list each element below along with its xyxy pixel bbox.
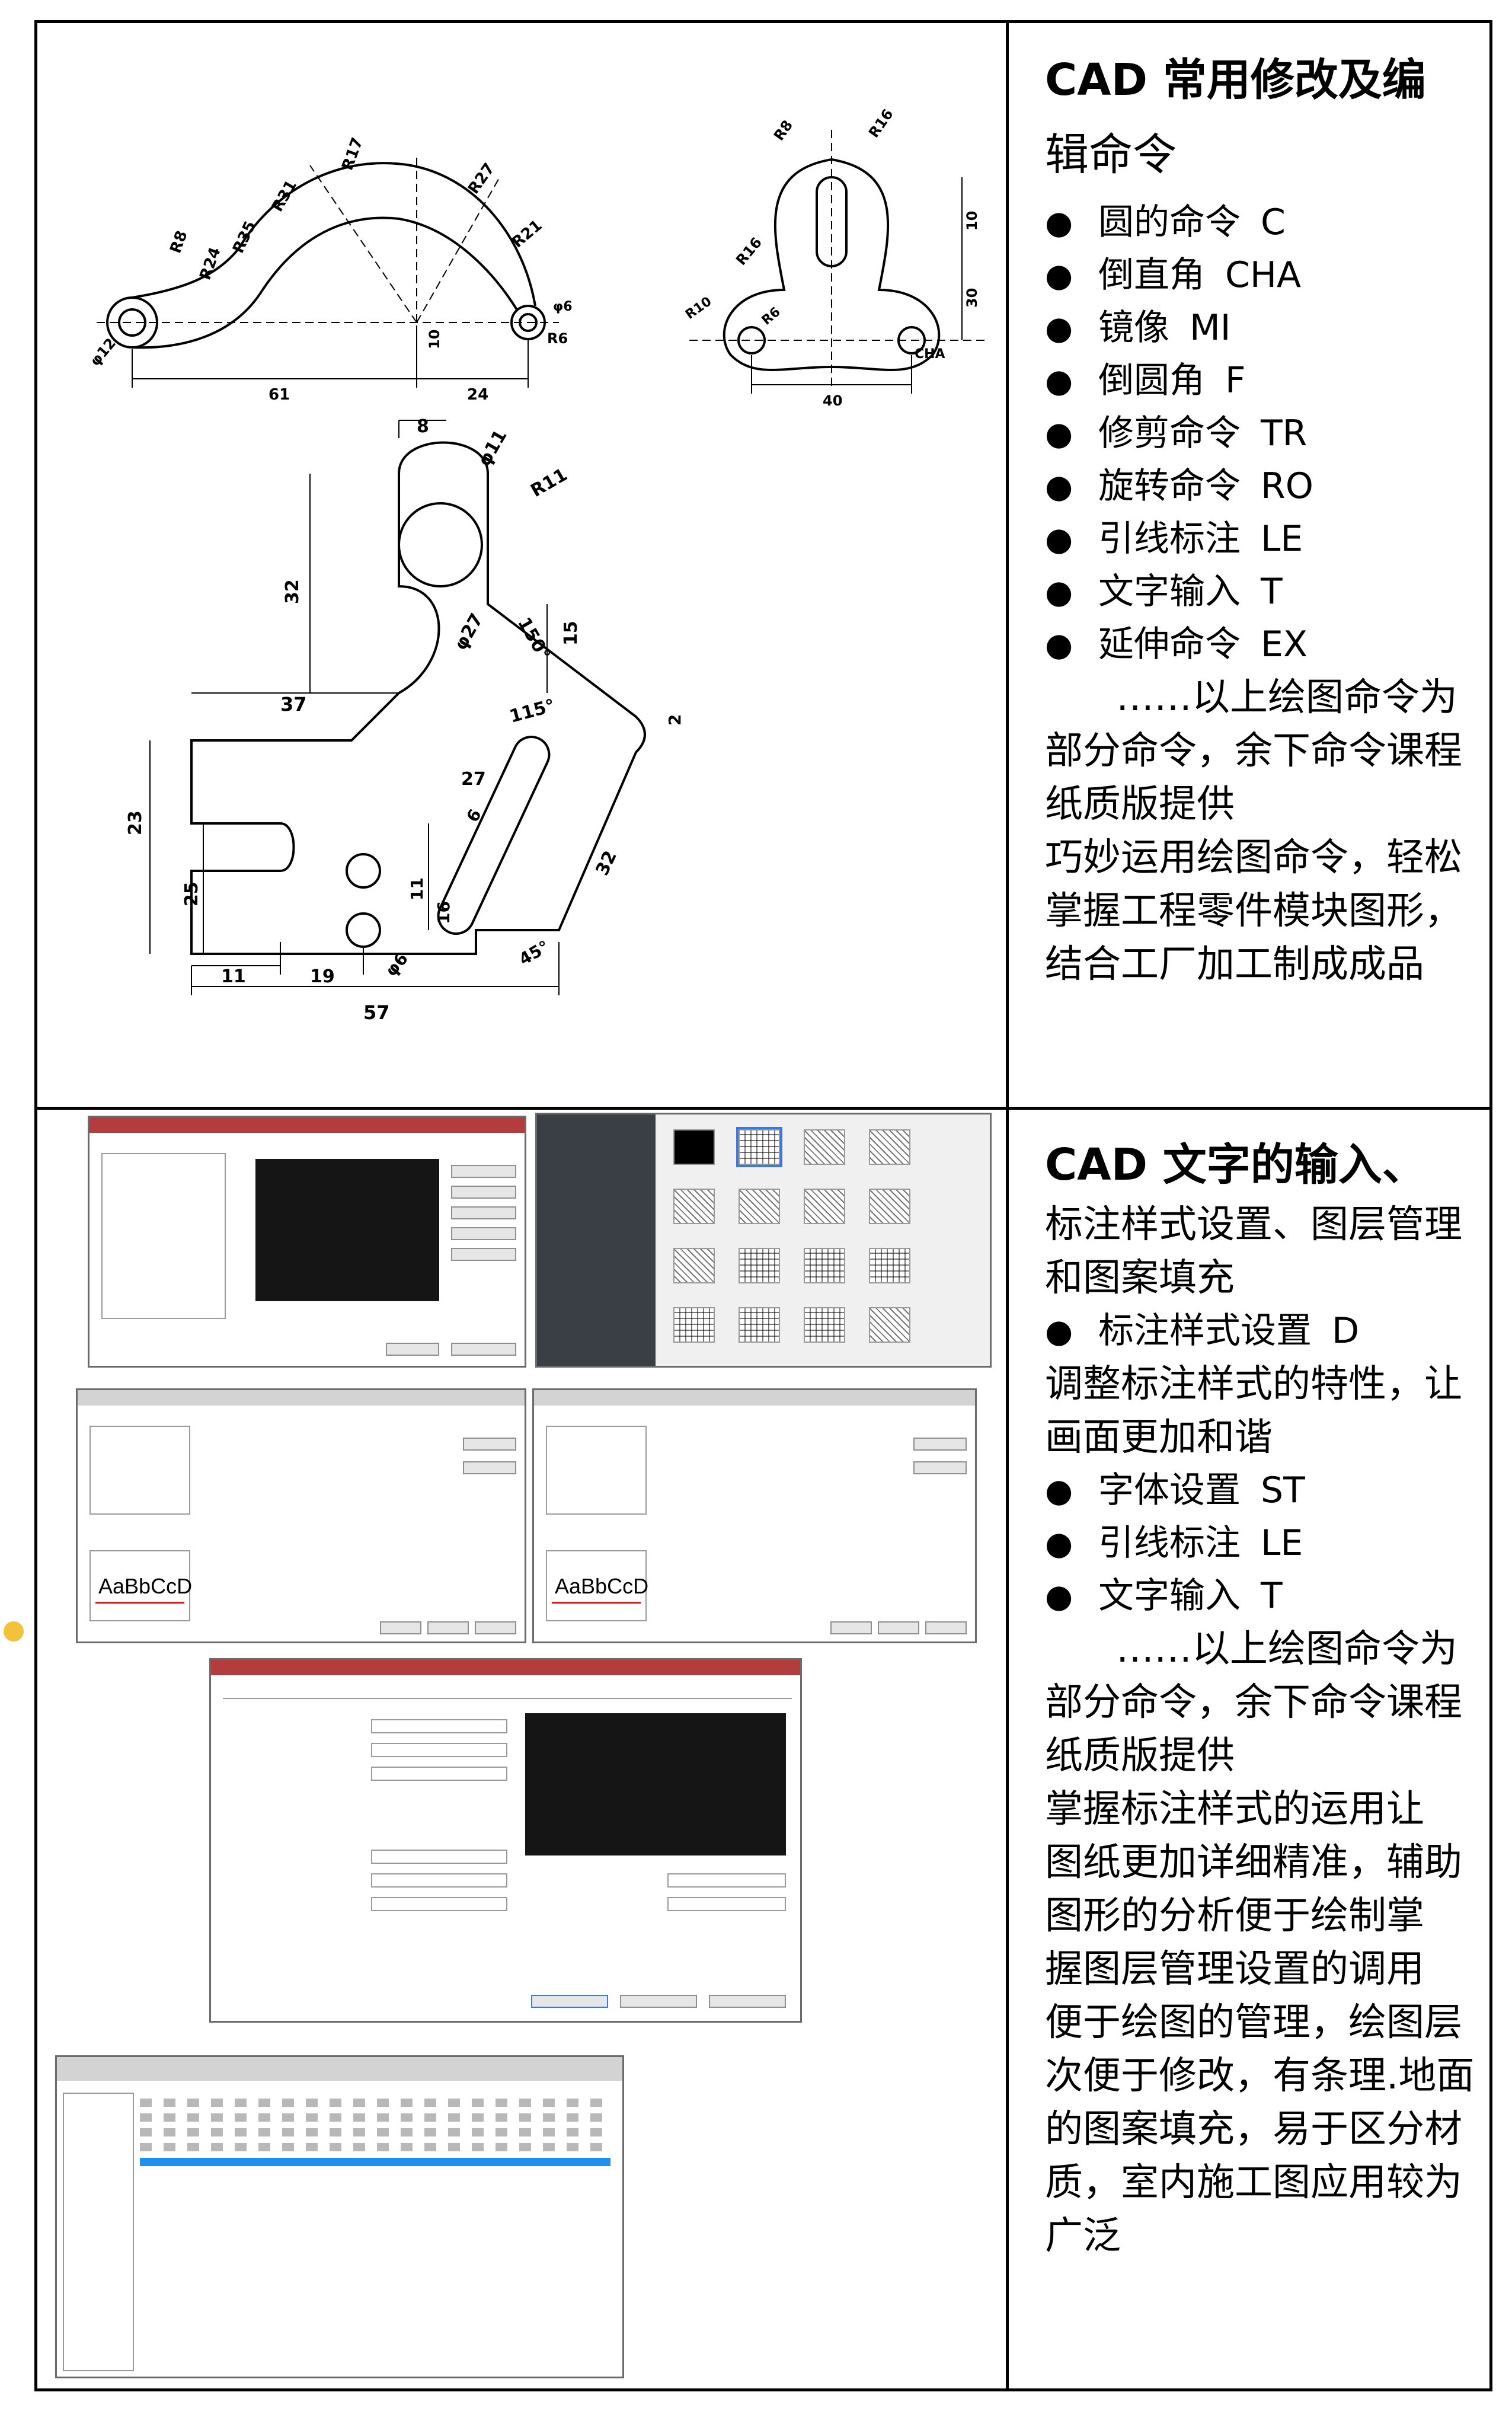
section2-subtitle-line: 和图案填充 bbox=[1045, 1256, 1235, 1300]
dim-label: 150° bbox=[513, 614, 554, 665]
dim-label: R11 bbox=[528, 464, 571, 502]
dim-label: 115° bbox=[507, 695, 557, 727]
section1-title-line2: 辑命令 bbox=[1045, 129, 1177, 180]
section2-desc-line: 图纸更加详细精准，辅助 bbox=[1045, 1841, 1462, 1885]
section1-desc-line: 巧妙运用绘图命令，轻松 bbox=[1045, 836, 1462, 880]
dim-label: 15 bbox=[561, 621, 581, 646]
section2-desc-line: 掌握标注样式的运用让 bbox=[1045, 1787, 1424, 1831]
row-divider bbox=[37, 1107, 1489, 1110]
dim-label: 10 bbox=[964, 211, 980, 231]
section2-note-line: 部分命令，余下命令课程 bbox=[1045, 1681, 1462, 1724]
section1-desc-line: 掌握工程零件模块图形， bbox=[1045, 889, 1462, 933]
dim-label: 24 bbox=[467, 386, 488, 404]
section2-desc-line: 广泛 bbox=[1045, 2214, 1121, 2258]
margin-dot bbox=[4, 1621, 24, 1641]
section2-title: CAD 文字的输入、 bbox=[1045, 1139, 1426, 1190]
text-style-dialog-screenshot-2: AaBbCcD bbox=[532, 1388, 977, 1643]
dim-label: 40 bbox=[823, 392, 842, 409]
dim-label: 37 bbox=[280, 693, 307, 716]
dim-label: 45° bbox=[516, 937, 552, 969]
dim-label: 8 bbox=[417, 416, 429, 437]
column-divider bbox=[1006, 23, 1009, 2388]
dim-label: 61 bbox=[268, 386, 290, 404]
dim-label: 25 bbox=[181, 882, 202, 906]
dim-label: R16 bbox=[733, 234, 765, 269]
section1-title-line1: CAD 常用修改及编 bbox=[1045, 55, 1426, 106]
section2-desc-line: 次便于修改，有条理.地面 bbox=[1045, 2054, 1475, 2098]
drawing-curved-arm: R8 R17 R31 R27 R21 R6 R24 R35 φ12 φ6 10 … bbox=[87, 135, 573, 404]
dim-label: 27 bbox=[461, 769, 486, 790]
dim-label: φ6 bbox=[553, 299, 573, 314]
dim-label: R8 bbox=[167, 228, 191, 256]
section1-note-line: 纸质版提供 bbox=[1045, 783, 1235, 826]
dim-label: 30 bbox=[964, 288, 980, 308]
section2-desc-line: 便于绘图的管理，绘图层 bbox=[1045, 2001, 1462, 2045]
dim-label: φ27 bbox=[450, 610, 488, 654]
layer-manager-screenshot bbox=[55, 2055, 624, 2378]
dim-label: 32 bbox=[282, 579, 303, 604]
drawing-bracket: 8 φ11 R11 15 150° 32 φ27 115° 2 37 27 23… bbox=[125, 416, 685, 1024]
section2-note-line: ……以上绘图命令为 bbox=[1116, 1627, 1457, 1671]
section2-desc-line: 图形的分析便于绘制掌 bbox=[1045, 1894, 1424, 1938]
section2-desc-line: 握图层管理设置的调用 bbox=[1045, 1947, 1424, 1991]
text-style-sample: AaBbCcD bbox=[555, 1574, 649, 1598]
hatch-pattern-palette-screenshot bbox=[535, 1113, 992, 1368]
dim-label: 11 bbox=[221, 966, 246, 987]
text-style-sample: AaBbCcD bbox=[98, 1574, 193, 1598]
dim-label: 23 bbox=[125, 810, 146, 835]
section2-desc-line: 的图案填充，易于区分材 bbox=[1045, 2107, 1462, 2151]
section2-note-line: 纸质版提供 bbox=[1045, 1734, 1235, 1778]
dim-label: 10 bbox=[426, 330, 443, 349]
dim-label: R16 bbox=[865, 106, 897, 141]
section2-dim-desc-line: 调整标注样式的特性，让 bbox=[1045, 1362, 1462, 1406]
dim-label: R6 bbox=[547, 330, 568, 347]
dim-label: CHA bbox=[915, 347, 945, 362]
modify-dimension-style-screenshot bbox=[209, 1658, 802, 2023]
dimension-style-manager-screenshot bbox=[88, 1116, 526, 1368]
dim-label: 2 bbox=[665, 714, 685, 726]
document-page: R8 R17 R31 R27 R21 R6 R24 R35 φ12 φ6 10 … bbox=[34, 20, 1492, 2391]
dim-label: R35 bbox=[229, 218, 260, 256]
section1-desc-line: 结合工厂加工制成成品 bbox=[1045, 943, 1424, 986]
dim-label: R17 bbox=[338, 135, 366, 173]
dim-label: R24 bbox=[196, 245, 224, 282]
section1-note-line: 部分命令，余下命令课程 bbox=[1045, 729, 1462, 773]
drawing-tri-lobed-plate: R8 R16 10 R16 30 R10 R6 CHA 40 bbox=[683, 106, 986, 409]
section2-subtitle-line: 标注样式设置、图层管理 bbox=[1045, 1203, 1462, 1247]
section2-desc-line: 质，室内施工图应用较为 bbox=[1045, 2161, 1462, 2205]
cad-screenshots-panel: AaBbCcD AaBbCcD bbox=[37, 1110, 1006, 2390]
dim-label: R8 bbox=[771, 117, 796, 144]
dim-label: φ11 bbox=[474, 426, 512, 470]
dim-label: 6 bbox=[462, 806, 485, 825]
cad-drawings-panel: R8 R17 R31 R27 R21 R6 R24 R35 φ12 φ6 10 … bbox=[37, 23, 1006, 1107]
text-style-dialog-screenshot: AaBbCcD bbox=[76, 1388, 526, 1643]
dim-label: 19 bbox=[310, 966, 335, 987]
dim-label: 57 bbox=[363, 1001, 390, 1024]
dim-label: R10 bbox=[683, 294, 714, 322]
dim-label: R31 bbox=[268, 177, 301, 215]
section2-dim-desc-line: 画面更加和谐 bbox=[1045, 1416, 1273, 1459]
dim-label: 11 bbox=[407, 877, 427, 900]
dim-label: 32 bbox=[592, 848, 621, 879]
section1-note-line: ……以上绘图命令为 bbox=[1116, 676, 1457, 720]
dim-label: 16 bbox=[434, 901, 453, 924]
dim-label: R6 bbox=[759, 305, 784, 328]
